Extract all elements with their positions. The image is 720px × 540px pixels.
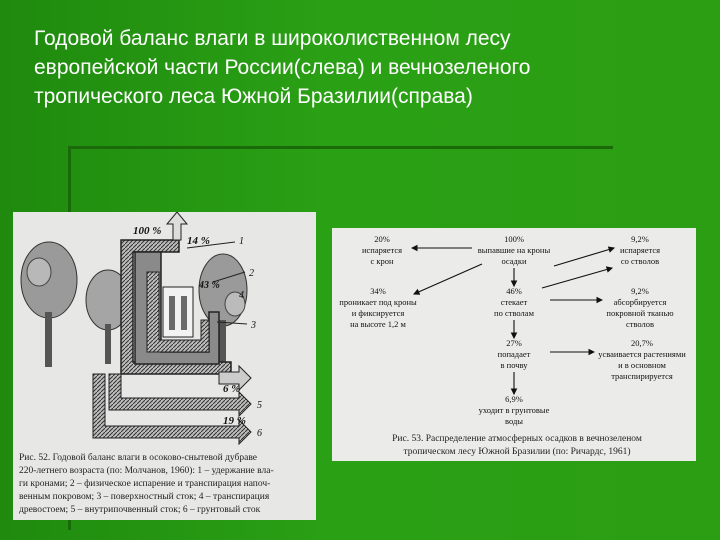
- left-caption-line-3: ги кронами; 2 – физическое испарение и т…: [19, 479, 271, 489]
- left-caption-line-5: древостоем; 5 – внутрипочвенный сток; 6 …: [19, 505, 261, 515]
- left-caption-line-1: Рис. 52. Годовой баланс влаги в осоково-…: [19, 453, 257, 463]
- label-num-6: 6: [257, 428, 262, 439]
- label-num-2: 2: [249, 268, 254, 279]
- slide-title: Годовой баланс влаги в широколиственном …: [34, 24, 694, 111]
- node-e-pct: 46%: [506, 286, 522, 296]
- core-block: [162, 286, 194, 338]
- left-figure-caption: Рис. 52. Годовой баланс влаги в осоково-…: [19, 452, 313, 517]
- node-d-line-3: на высоте 1,2 м: [350, 319, 406, 329]
- label-19-pct: 19 %: [223, 415, 246, 427]
- node-a-line-2: с крон: [370, 256, 394, 266]
- node-a-pct: 20%: [374, 234, 390, 244]
- node-g-pct: 27%: [506, 338, 522, 348]
- right-caption-line-2: тропическом лесу Южной Бразилии (по: Рич…: [403, 447, 631, 457]
- node-c-line-2: со стволов: [621, 256, 659, 266]
- node-c-pct: 9,2%: [631, 234, 649, 244]
- node-d-line-1: проникает под кроны: [339, 297, 417, 307]
- node-e-line-2: по стволам: [494, 308, 535, 318]
- title-line-2: европейской части России(слева) и вечноз…: [34, 56, 531, 79]
- arrow-b-to-d: [412, 263, 483, 295]
- node-f-line-2: покровной тканью: [606, 308, 674, 318]
- title-line-3: тропического леса Южной Бразилии(справа): [34, 85, 473, 108]
- node-g-line-2: в почву: [501, 360, 529, 370]
- label-num-4: 4: [239, 290, 244, 301]
- arrow-b-to-c: [553, 246, 616, 267]
- label-num-1: 1: [239, 236, 244, 247]
- left-caption-line-2: 220-летнего возраста (по: Молчанов, 1960…: [19, 466, 274, 476]
- label-14-pct: 14 %: [187, 235, 210, 247]
- node-b-pct: 100%: [504, 234, 524, 244]
- inner-block: [146, 271, 210, 353]
- label-num-5: 5: [257, 400, 262, 411]
- node-f-pct: 9,2%: [631, 286, 649, 296]
- tree-left: [20, 241, 78, 367]
- evaporation-arrow: [165, 211, 189, 241]
- left-caption-line-4: венным покровом; 3 – поверхностный сток;…: [19, 492, 270, 502]
- node-b-line-2: осадки: [501, 256, 527, 266]
- node-i-line-1: уходит в грунтовые: [479, 405, 550, 415]
- left-diagram: 100 % 14 % 43 % 6 % 19 % 1 2 3 4 5 6: [20, 211, 262, 446]
- node-h-line-1: усваивается растениями: [598, 349, 686, 359]
- outer-flow-band: [120, 239, 232, 375]
- node-h-line-2: и в основном: [618, 360, 666, 370]
- label-6-pct: 6 %: [223, 383, 240, 395]
- left-figure-scan: 100 % 14 % 43 % 6 % 19 % 1 2 3 4 5 6 Рис…: [13, 211, 316, 520]
- label-num-3: 3: [250, 320, 256, 331]
- surface-runoff-arrow: [218, 364, 252, 392]
- node-a-line-1: испаряется: [362, 245, 402, 255]
- node-i-pct: 6,9%: [505, 394, 523, 404]
- node-i-line-2: воды: [505, 416, 523, 426]
- node-e-line-1: стекает: [501, 297, 528, 307]
- arrow-e-to-c: [541, 266, 614, 289]
- title-line-1: Годовой баланс влаги в широколиственном …: [34, 27, 511, 50]
- node-h-line-3: транспирируется: [611, 371, 673, 381]
- tree-right: [198, 253, 248, 368]
- right-caption-line-1: Рис. 53. Распределение атмосферных осадк…: [392, 434, 642, 444]
- node-d-line-2: и фиксируется: [352, 308, 405, 318]
- right-figure-caption: Рис. 53. Распределение атмосферных осадк…: [352, 433, 682, 459]
- runoff-arrow-5: [108, 373, 252, 418]
- node-f-line-3: стволов: [626, 319, 654, 329]
- label-100-pct: 100 %: [133, 225, 161, 237]
- node-b-line-1: выпавшие на кроны: [478, 245, 551, 255]
- node-f-line-1: абсорбируется: [614, 297, 667, 307]
- runoff-arrow-6: [92, 373, 252, 446]
- node-g-line-1: попадает: [498, 349, 531, 359]
- node-h-pct: 20,7%: [631, 338, 653, 348]
- label-43-pct: 43 %: [198, 280, 220, 291]
- node-d-pct: 34%: [370, 286, 386, 296]
- right-figure-scan: 20% испаряется с крон 100% выпавшие на к…: [332, 228, 696, 461]
- decorative-line-horizontal: [68, 146, 613, 149]
- right-flow-diagram: 20% испаряется с крон 100% выпавшие на к…: [339, 234, 686, 426]
- node-c-line-1: испаряется: [620, 245, 660, 255]
